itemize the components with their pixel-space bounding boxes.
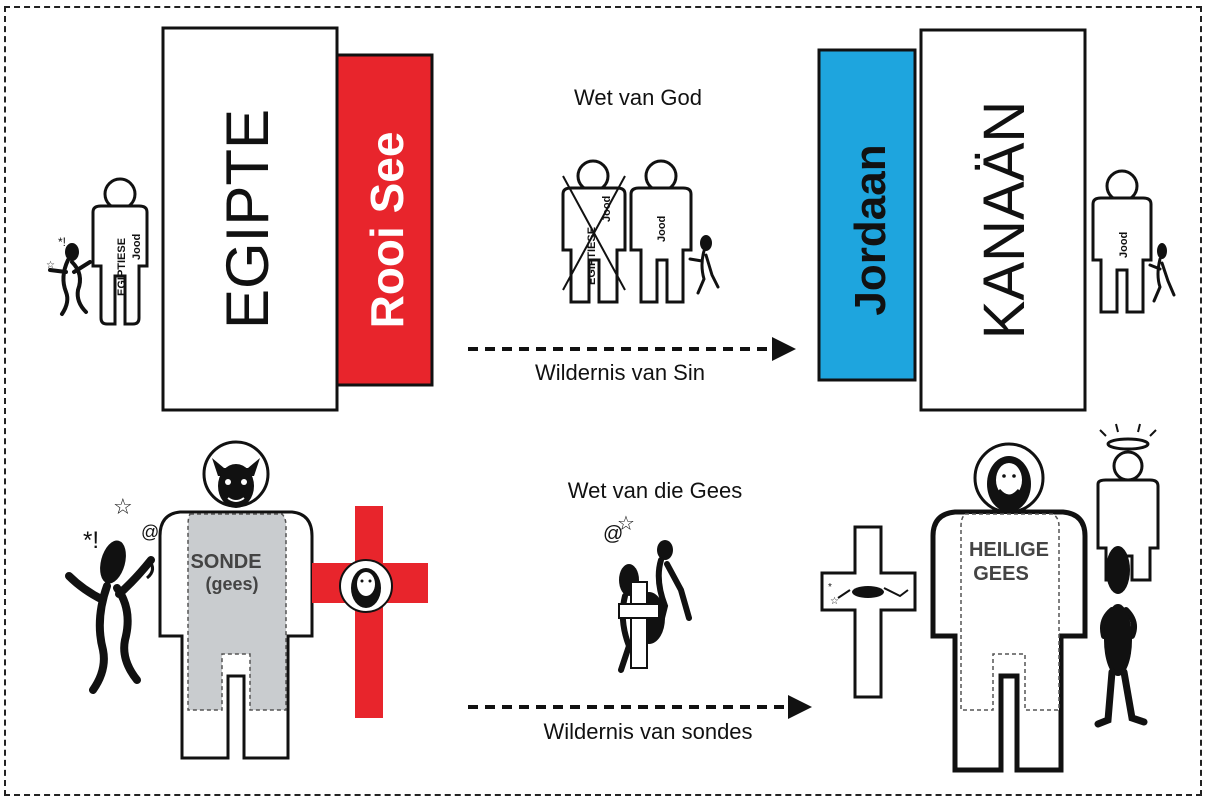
red-cross-icon xyxy=(312,506,428,718)
person-mid-left-label-1: EGIPTIESE xyxy=(586,227,598,285)
stickman-standing-icon xyxy=(1094,546,1148,728)
svg-text:☆: ☆ xyxy=(830,596,839,607)
red-sea-label: Rooi See xyxy=(361,132,413,329)
law-of-spirit-label: Wet van die Gees xyxy=(568,478,742,503)
jordan-label: Jordaan xyxy=(846,144,895,315)
small-stickman-icon xyxy=(688,235,720,295)
person-sin-spirit-icon: SONDE (gees) xyxy=(158,440,314,760)
canaan-block: KANAÄN xyxy=(919,28,1087,412)
red-sea-block: Rooi See xyxy=(335,53,434,387)
jesus-face-icon xyxy=(339,559,393,613)
sin-label-line2: (gees) xyxy=(205,574,258,594)
person-halo-icon xyxy=(1096,423,1160,582)
holy-label-line1: HEILIGE xyxy=(969,539,1049,561)
person-right-label: Jood xyxy=(1118,232,1130,258)
egypt-label: EGIPTE xyxy=(214,109,281,329)
svg-text:*!: *! xyxy=(83,527,99,554)
halo-icon xyxy=(1099,423,1157,451)
jordan-block: Jordaan xyxy=(817,48,917,382)
dancing-stickman-icon: *! ☆ xyxy=(46,235,92,316)
person-holy-spirit-icon: HEILIGE GEES xyxy=(930,442,1088,773)
holy-label-line2: GEES xyxy=(973,563,1029,585)
svg-text:*!: *! xyxy=(58,235,66,249)
person-left-label-1: EGIPTIESE xyxy=(116,238,128,296)
svg-text:☆: ☆ xyxy=(113,494,133,519)
egypt-block: EGIPTE xyxy=(161,26,339,412)
small-cross-icon xyxy=(618,581,660,669)
canaan-label: KANAÄN xyxy=(972,101,1037,340)
person-jew-canaan-icon: Jood xyxy=(1091,169,1153,314)
outline-cross-icon: * ☆ xyxy=(820,525,917,699)
fallen-figure-icon: * ☆ xyxy=(828,582,909,607)
person-crossed-icon: EGIPTIESE Jood xyxy=(561,159,627,304)
person-mid-right-label: Jood xyxy=(656,216,668,242)
svg-text:☆: ☆ xyxy=(46,260,55,271)
svg-text:@: @ xyxy=(141,522,159,542)
small-stickman-right-icon xyxy=(1148,243,1176,303)
person-mid-left-label-2: Jood xyxy=(601,196,613,222)
wilderness-of-sin-label: Wildernis van Sin xyxy=(535,360,705,385)
devil-face-icon xyxy=(212,458,260,508)
law-of-god-label: Wet van God xyxy=(574,85,702,110)
svg-text:☆: ☆ xyxy=(617,513,635,535)
jesus-face-icon xyxy=(987,456,1031,512)
wilderness-of-sins-label: Wildernis van sondes xyxy=(543,719,752,744)
svg-text:@: @ xyxy=(603,523,623,545)
person-left-label-2: Jood xyxy=(131,234,143,260)
dancing-figure-icon: *! ☆ @ xyxy=(65,494,159,694)
sin-label-line1: SONDE xyxy=(190,551,261,573)
svg-text:*: * xyxy=(828,582,832,593)
figure-with-cross-icon: @ ☆ xyxy=(603,513,692,673)
person-egyptian-jew-icon: EGIPTIESE Jood xyxy=(91,177,149,326)
person-jew-icon: Jood xyxy=(629,159,693,304)
